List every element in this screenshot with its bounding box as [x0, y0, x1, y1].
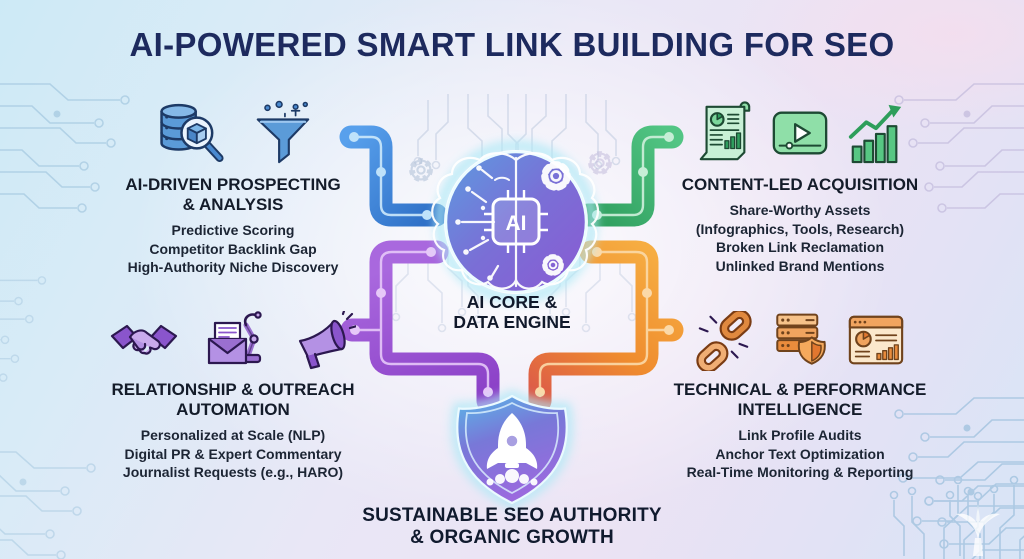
dashboard-icon [848, 315, 904, 365]
megaphone-icon [298, 311, 356, 370]
bullet: Share-Worthy Assets [729, 202, 871, 218]
bullet: Broken Link Reclamation [715, 239, 885, 255]
bullet: Link Profile Audits [738, 427, 862, 443]
content-bullets: Share-Worthy Assets (Infographics, Tools… [696, 201, 904, 275]
section-outreach: RELATIONSHIP & OUTREACH AUTOMATION Perso… [88, 299, 378, 482]
prospecting-heading: AI-DRIVEN PROSPECTING & ANALYSIS [125, 175, 341, 214]
prospecting-icons [152, 94, 314, 166]
ai-chip [484, 190, 548, 253]
section-content: CONTENT-LED ACQUISITION Share-Worthy Ass… [655, 94, 945, 275]
seo-authority-shield [451, 389, 573, 509]
growth-chart-icon [848, 104, 902, 164]
rocket-icon [486, 413, 538, 486]
broken-link-icon [696, 311, 752, 371]
pipe-blue-connector [339, 125, 448, 227]
report-scroll-icon [699, 101, 751, 161]
watermark-logo [956, 504, 1000, 556]
bullet: Competitor Backlink Gap [149, 240, 317, 257]
bullet: Journalist Requests (e.g., HARO) [122, 464, 344, 480]
bullet: Predictive Scoring [171, 222, 295, 238]
ai-core-graphic: AI [431, 141, 600, 303]
pipe-purple-connector [340, 240, 500, 413]
bullet: Personalized at Scale (NLP) [140, 427, 326, 443]
outreach-bullets: Personalized at Scale (NLP) Digital PR &… [123, 426, 343, 482]
page-title: AI-POWERED SMART LINK BUILDING FOR SEO [129, 26, 895, 63]
technical-heading: TECHNICAL & PERFORMANCE INTELLIGENCE [673, 380, 927, 419]
outreach-icons [110, 299, 356, 371]
bullet: Unlinked Brand Mentions [715, 257, 885, 274]
section-technical: TECHNICAL & PERFORMANCE INTELLIGENCE Lin… [655, 299, 945, 482]
bullet: Digital PR & Expert Commentary [124, 445, 342, 462]
bullet: High-Authority Niche Discovery [127, 259, 339, 275]
content-heading: CONTENT-LED ACQUISITION [681, 175, 919, 194]
decor-gear-left [412, 161, 431, 180]
technical-bullets: Link Profile Audits Anchor Text Optimiza… [687, 426, 914, 482]
technical-icons [693, 299, 907, 371]
handshake-icon [110, 324, 178, 355]
brain-circuit-icon [431, 152, 600, 290]
video-player-icon [772, 111, 828, 155]
section-prospecting: AI-DRIVEN PROSPECTING & ANALYSIS Predict… [88, 94, 378, 277]
footer-label: SUSTAINABLE SEO AUTHORITY & ORGANIC GROW… [362, 505, 662, 548]
database-search-icon [160, 103, 224, 163]
bullet: Real-Time Monitoring & Reporting [686, 464, 914, 480]
content-icons [693, 94, 907, 166]
bullet: (Infographics, Tools, Research) [695, 220, 905, 237]
automated-email-icon [207, 311, 262, 365]
prospecting-bullets: Predictive Scoring Competitor Backlink G… [128, 221, 339, 277]
outreach-heading: RELATIONSHIP & OUTREACH AUTOMATION [111, 380, 355, 419]
server-shield-icon [776, 313, 826, 365]
core-label: AI CORE & DATA ENGINE [453, 292, 571, 332]
funnel-icon [256, 100, 310, 164]
ai-chip-label: AI [506, 212, 527, 235]
pipe-orange-connector [528, 240, 684, 413]
bullet: Anchor Text Optimization [715, 445, 885, 462]
